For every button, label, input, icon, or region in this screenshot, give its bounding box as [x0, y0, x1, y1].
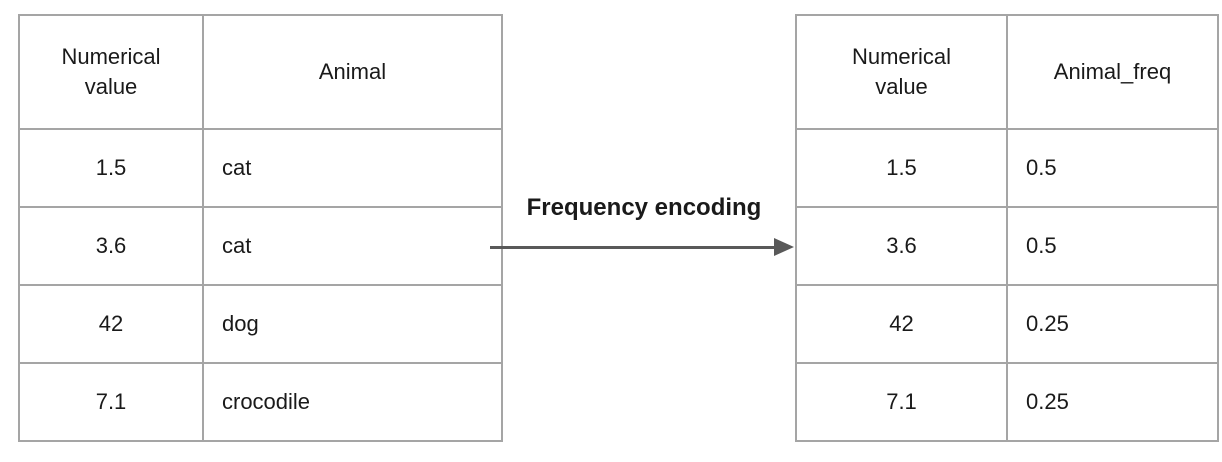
- cell-animal-freq: 0.25: [1006, 362, 1219, 442]
- cell-numerical-value: 7.1: [18, 362, 204, 442]
- cell-numerical-value: 42: [795, 284, 1008, 364]
- cell-numerical-value: 1.5: [18, 128, 204, 208]
- cell-animal: cat: [202, 128, 503, 208]
- column-header-numerical-value: Numerical value: [795, 14, 1008, 130]
- column-header-animal-freq: Animal_freq: [1006, 14, 1219, 130]
- cell-numerical-value: 3.6: [18, 206, 204, 286]
- cell-numerical-value: 7.1: [795, 362, 1008, 442]
- cell-animal-freq: 0.5: [1006, 128, 1219, 208]
- input-table: Numerical value Animal 1.5 cat 3.6 cat 4…: [18, 14, 503, 442]
- output-table: Numerical value Animal_freq 1.5 0.5 3.6 …: [795, 14, 1219, 442]
- table-row: 3.6 0.5: [795, 206, 1219, 286]
- column-header-animal: Animal: [202, 14, 503, 130]
- right-arrow-head-icon: [774, 238, 794, 256]
- table-header-row: Numerical value Animal: [18, 14, 503, 130]
- cell-animal: dog: [202, 284, 503, 364]
- table-row: 7.1 crocodile: [18, 362, 503, 442]
- right-arrow-icon: [490, 246, 778, 249]
- cell-animal: crocodile: [202, 362, 503, 442]
- column-header-numerical-value: Numerical value: [18, 14, 204, 130]
- cell-numerical-value: 1.5: [795, 128, 1008, 208]
- frequency-encoding-label: Frequency encoding: [526, 194, 762, 221]
- table-row: 3.6 cat: [18, 206, 503, 286]
- table-row: 1.5 cat: [18, 128, 503, 208]
- table-row: 42 dog: [18, 284, 503, 364]
- cell-numerical-value: 42: [18, 284, 204, 364]
- cell-animal: cat: [202, 206, 503, 286]
- cell-animal-freq: 0.5: [1006, 206, 1219, 286]
- table-header-row: Numerical value Animal_freq: [795, 14, 1219, 130]
- cell-animal-freq: 0.25: [1006, 284, 1219, 364]
- table-row: 42 0.25: [795, 284, 1219, 364]
- table-row: 1.5 0.5: [795, 128, 1219, 208]
- cell-numerical-value: 3.6: [795, 206, 1008, 286]
- table-row: 7.1 0.25: [795, 362, 1219, 442]
